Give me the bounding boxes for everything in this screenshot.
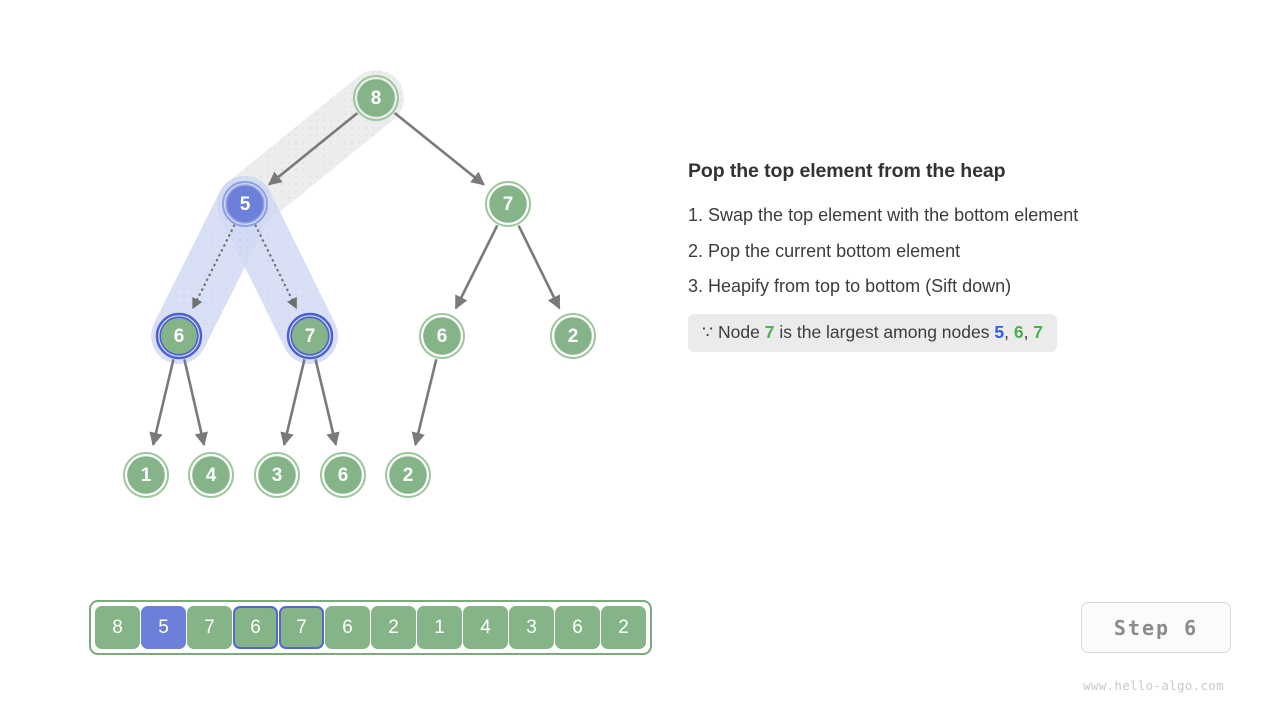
array-cell: 1 [417, 606, 462, 649]
tree-edge [393, 112, 485, 186]
tree-node-label: 1 [141, 465, 152, 486]
note-subject-node: 7 [764, 321, 775, 342]
tree-node-label: 6 [437, 326, 448, 347]
note-prefix: Node [718, 321, 760, 342]
tree-node-label: 5 [240, 194, 251, 215]
because-symbol: ∵ [702, 321, 714, 342]
tree-node: 3 [254, 452, 300, 498]
array-cell: 6 [555, 606, 600, 649]
watermark: www.hello-algo.com [1083, 678, 1224, 693]
tree-node-label: 2 [568, 326, 579, 347]
tree-edge [454, 224, 499, 310]
tree-node: 8 [353, 75, 399, 121]
reason-note: ∵ Node 7 is the largest among nodes 5, 6… [688, 313, 1058, 352]
tree-node-label: 6 [338, 465, 349, 486]
tree-edge [268, 112, 359, 186]
page-title: Pop the top element from the heap [688, 160, 1006, 182]
tree-node: 5 [222, 181, 268, 227]
array-cell: 2 [601, 606, 646, 649]
tree-edges [149, 112, 561, 447]
array-cell: 7 [279, 606, 324, 649]
tree-edge-dotted [191, 224, 236, 310]
array-cell: 6 [325, 606, 370, 649]
tree-edge [183, 359, 208, 447]
step-line-2: 2. Pop the current bottom element [688, 240, 961, 261]
note-candidate-3: 7 [1033, 321, 1044, 342]
tree-node: 7 [286, 312, 334, 360]
highlight-paths [151, 70, 404, 364]
tree-nodes: 8 5 7 6 7 6 2 1 4 3 6 2 [123, 75, 596, 498]
tree-node: 6 [419, 313, 465, 359]
tree-node: 2 [385, 452, 431, 498]
array-cell: 3 [509, 606, 554, 649]
tree-node-label: 7 [305, 326, 316, 347]
note-candidate-1: 5 [994, 321, 1005, 342]
array-cell: 5 [141, 606, 186, 649]
note-middle: is the largest among nodes [779, 321, 990, 342]
tree-node-label: 7 [503, 194, 514, 215]
step-line-3: 3. Heapify from top to bottom (Sift down… [688, 276, 1012, 296]
tree-node-label: 8 [371, 88, 382, 109]
tree-edge [517, 224, 561, 310]
info-panel: Pop the top element from the heap 1. Swa… [688, 160, 1228, 352]
tree-edge-dotted [254, 224, 298, 310]
heap-tree-diagram: 8 5 7 6 7 6 2 1 4 3 6 2 [123, 70, 596, 498]
tree-edge [149, 359, 175, 447]
step-badge: Step 6 [1081, 602, 1231, 653]
array-cell: 7 [187, 606, 232, 649]
array-cell: 6 [233, 606, 278, 649]
tree-node: 4 [188, 452, 234, 498]
array-cell: 2 [371, 606, 416, 649]
array-cell: 4 [463, 606, 508, 649]
tree-node: 7 [485, 181, 531, 227]
tree-node-label: 4 [206, 465, 217, 486]
step-line-1: 1. Swap the top element with the bottom … [688, 205, 1079, 225]
tree-node: 6 [155, 312, 203, 360]
tree-node: 6 [320, 452, 366, 498]
tree-node-label: 3 [272, 465, 283, 486]
tree-node-label: 2 [403, 465, 414, 486]
tree-node: 2 [550, 313, 596, 359]
tree-edge [280, 359, 306, 447]
array-cell: 8 [95, 606, 140, 649]
tree-edge [314, 359, 340, 447]
tree-edge [411, 359, 438, 447]
note-candidate-2: 6 [1013, 321, 1024, 342]
tree-node: 1 [123, 452, 169, 498]
tree-node-label: 6 [174, 326, 185, 347]
